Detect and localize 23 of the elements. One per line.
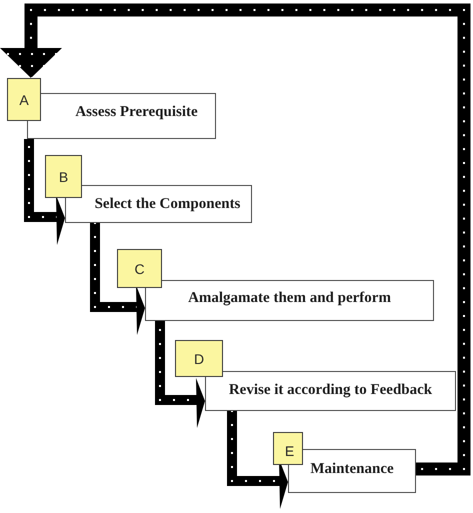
step-box: [27, 93, 216, 139]
letter-tag: [7, 78, 41, 121]
step-box: [65, 185, 252, 223]
step-letter: B: [58, 170, 68, 184]
step-label: Revise it according to Feedback: [228, 382, 432, 398]
step-box: [145, 280, 434, 321]
flow-arrow: [90, 223, 145, 335]
step-letter: A: [19, 92, 29, 106]
step-letter: E: [284, 444, 294, 458]
step-label: Amalgamate them and perform: [188, 290, 391, 307]
step-box: [205, 371, 456, 411]
flow-arrow: [155, 321, 205, 428]
letter-tag: [45, 155, 82, 198]
step-label: Maintenance: [310, 460, 394, 478]
letter-tag: [273, 432, 303, 465]
step-label: Select the Components: [94, 196, 240, 212]
step-label: Assess Prerequisite: [75, 104, 198, 121]
step-letter: D: [194, 352, 204, 366]
flow-arrow: [24, 139, 65, 245]
step-letter: C: [134, 262, 145, 276]
flow-arrow: [227, 411, 288, 509]
letter-tag: [175, 340, 223, 377]
letter-tag: [117, 249, 162, 288]
